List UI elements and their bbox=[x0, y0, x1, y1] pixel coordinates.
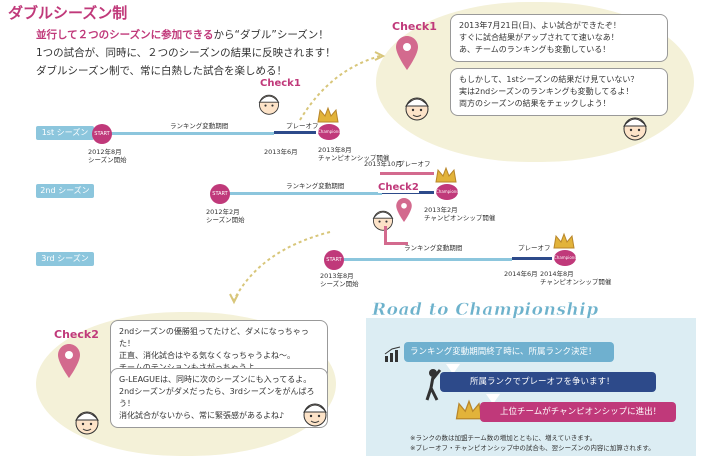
date-text: 2012年2月 bbox=[206, 208, 240, 216]
date-text: 2013年8月 bbox=[318, 146, 352, 154]
location-pin-icon bbox=[396, 198, 412, 222]
intro-highlight: 並行して２つのシーズンに参加できる bbox=[36, 29, 214, 41]
season1-playoff-label: プレーオフ bbox=[286, 122, 319, 130]
date-text: チャンピオンシップ開催 bbox=[318, 154, 390, 162]
date-text: シーズン開始 bbox=[320, 280, 359, 288]
season1-start-date: 2012年8月 シーズン開始 bbox=[88, 148, 127, 164]
check1-inline: Check1 bbox=[260, 78, 301, 89]
road-step3-text: 上位チームがチャンピオンシップに進出！ bbox=[500, 407, 662, 417]
bubble2-box1-line: チームのテンションもさがっちゃうよ。 bbox=[119, 362, 319, 374]
season1-playoff-line bbox=[274, 131, 316, 134]
road-step2: 所属ランクでプレーオフを争います！ bbox=[440, 372, 656, 392]
season3-playoff-date: 2014年6月 bbox=[504, 270, 538, 278]
season3-playoff-line bbox=[512, 257, 552, 260]
season3-start-date: 2013年8月 シーズン開始 bbox=[320, 272, 359, 288]
season2-champions-badge: Champions bbox=[436, 184, 458, 200]
intro-line1-rest: から“ダブル”シーズン！ bbox=[213, 29, 329, 41]
chart-icon bbox=[384, 346, 401, 362]
season1-champ-date: 2013年8月 チャンピオンシップ開催 bbox=[318, 146, 389, 162]
player-face-icon bbox=[372, 210, 394, 231]
season2-to-3-connector bbox=[384, 226, 387, 244]
bubble1-box2: もしかして、1stシーズンの結果だけ見ていない？ 実は2ndシーズンのランキング… bbox=[450, 68, 668, 116]
bubble2-box1-line: 2ndシーズンの優勝狙ってたけど、ダメになっちゃった！ bbox=[119, 327, 309, 348]
season2-line bbox=[222, 192, 382, 195]
player-face-icon bbox=[622, 117, 648, 141]
season2-upper-line bbox=[380, 172, 434, 175]
batter-icon bbox=[425, 369, 442, 401]
season2-playoff-date: 2013年10月 bbox=[364, 160, 402, 168]
date-text: シーズン開始 bbox=[206, 216, 245, 224]
crown-icon bbox=[317, 106, 339, 123]
page-title: ダブルシーズン制 bbox=[8, 4, 128, 22]
season2-start: START bbox=[210, 184, 230, 204]
season3-start: START bbox=[324, 250, 344, 270]
season2-playoff-label: プレーオフ bbox=[398, 160, 431, 168]
season2-champ-date: 2013年2月 チャンピオンシップ開催 bbox=[424, 206, 495, 222]
bubble1-box1-line: 2013年7月21日(日)、よい試合ができたぞ！ bbox=[459, 21, 621, 30]
season-label-3: 3rd シーズン bbox=[36, 252, 94, 266]
check1-label: Check1 bbox=[392, 20, 437, 33]
check2-label: Check2 bbox=[54, 328, 99, 341]
crown-icon bbox=[553, 232, 575, 249]
season1-start: START bbox=[92, 124, 112, 144]
date-text: チャンピオンシップ開催 bbox=[424, 214, 496, 222]
crown-icon bbox=[435, 166, 457, 183]
date-text: 2014年8月 bbox=[540, 270, 574, 278]
season2-ranking-label: ランキング変動期間 bbox=[286, 182, 345, 190]
player-face-icon bbox=[404, 97, 430, 121]
road-step1-text: ランキング変動期間終了時に、所属ランク決定！ bbox=[410, 347, 597, 357]
season1-ranking-label: ランキング変動期間 bbox=[170, 122, 229, 130]
bubble1-box1-line: あ、チームのランキングも変動している！ bbox=[459, 45, 611, 54]
season3-champ-date: 2014年8月 チャンピオンシップ開催 bbox=[540, 270, 611, 286]
season1-champions-badge: Champions bbox=[318, 124, 340, 140]
season3-playoff-label: プレーオフ bbox=[518, 244, 551, 252]
intro-line2: 1つの試合が、同時に、２つのシーズンの結果に反映されます！ bbox=[36, 47, 336, 59]
down-arrow-icon bbox=[486, 394, 500, 404]
road-note1: ※ランクの数は加盟チーム数の増加とともに、増えていきます。 bbox=[410, 434, 597, 442]
date-text: 2013年8月 bbox=[320, 272, 354, 280]
road-step3: 上位チームがチャンピオンシップに進出！ bbox=[480, 402, 676, 422]
bubble1-box2-line: 実は2ndシーズンのランキングも変動してるよ！ bbox=[459, 87, 634, 96]
season-label-1: 1st シーズン bbox=[36, 126, 94, 140]
season3-champions-badge: Champions bbox=[554, 250, 576, 266]
bubble2-box2-line: 消化試合がないから、常に緊張感があるよね♪ bbox=[119, 411, 285, 420]
date-text: 2012年8月 bbox=[88, 148, 122, 156]
bubble2-box2: G-LEAGUEは、同時に次のシーズンにも入ってるよ。 2ndシーズンがダメだっ… bbox=[110, 368, 328, 428]
bubble1-box2-line: 両方のシーズンの結果をチェックしよう！ bbox=[459, 99, 611, 108]
season1-line bbox=[104, 132, 274, 135]
date-text: 2013年2月 bbox=[424, 206, 458, 214]
player-face-icon bbox=[302, 403, 328, 427]
season2-to-3-connector bbox=[384, 242, 408, 245]
road-title: Road to Championship bbox=[372, 300, 599, 320]
intro-line3: ダブルシーズン制で、常に白熱した試合を楽しめる！ bbox=[36, 65, 288, 77]
down-arrow-icon bbox=[446, 364, 460, 374]
intro-text: 並行して２つのシーズンに参加できるから“ダブル”シーズン！ 1つの試合が、同時に… bbox=[36, 26, 376, 80]
date-text: シーズン開始 bbox=[88, 156, 127, 164]
check2-inline: Check2 bbox=[378, 182, 419, 193]
season-label-2: 2nd シーズン bbox=[36, 184, 94, 198]
season3-line bbox=[336, 258, 512, 261]
bubble2-box2-line: G-LEAGUEは、同時に次のシーズンにも入ってるよ。 bbox=[119, 375, 312, 384]
location-pin-icon bbox=[396, 36, 418, 70]
bubble1-box1-line: すぐに試合結果がアップされてて速いなあ！ bbox=[459, 33, 619, 42]
bubble1-box1: 2013年7月21日(日)、よい試合ができたぞ！ すぐに試合結果がアップされてて… bbox=[450, 14, 668, 62]
location-pin-icon bbox=[58, 344, 80, 378]
player-face-icon bbox=[258, 94, 280, 115]
bubble2-box1-line: 正直、消化試合はやる気なくなっちゃうよね〜。 bbox=[119, 351, 295, 360]
bubble1-box2-line: もしかして、1stシーズンの結果だけ見ていない？ bbox=[459, 75, 639, 84]
road-step2-text: 所属ランクでプレーオフを争います！ bbox=[470, 377, 615, 387]
season3-ranking-label: ランキング変動期間 bbox=[404, 244, 463, 252]
season1-playoff-date: 2013年6月 bbox=[264, 148, 298, 156]
player-face-icon bbox=[74, 411, 100, 435]
date-text: チャンピオンシップ開催 bbox=[540, 278, 612, 286]
road-note2: ※プレーオフ・チャンピオンシップ中の試合も、翌シーズンの内容に加算されます。 bbox=[410, 444, 655, 452]
season2-start-date: 2012年2月 シーズン開始 bbox=[206, 208, 245, 224]
bubble2-box2-line: 2ndシーズンがダメだったら、3rdシーズンをがんばろう！ bbox=[119, 387, 315, 408]
road-step1: ランキング変動期間終了時に、所属ランク決定！ bbox=[404, 342, 614, 362]
